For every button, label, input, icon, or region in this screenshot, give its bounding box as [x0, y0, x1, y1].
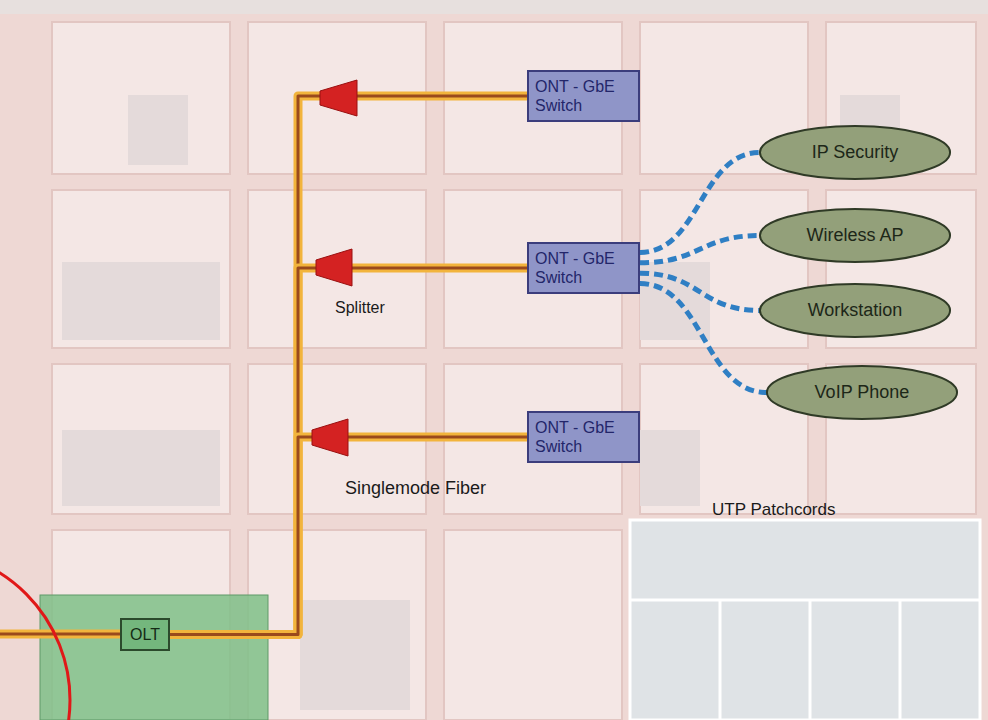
utp-patchcord: [640, 236, 760, 263]
device-oval: VoIP Phone: [765, 365, 959, 420]
ont-box: ONT - GbE Switch: [527, 411, 640, 463]
fiber-connector: [170, 268, 527, 635]
fiber-jacket: [170, 268, 527, 635]
fiber-jacket: [170, 96, 527, 635]
oval-shape: [760, 284, 950, 337]
fiber-core: [170, 96, 527, 635]
oval-shape: [767, 366, 957, 419]
node-text: IP Security: [812, 142, 899, 163]
utp-connector: [640, 273, 760, 310]
oval-shape: [760, 126, 950, 179]
olt-box: OLT: [120, 618, 170, 651]
oval-shape: [760, 209, 950, 262]
splitter-symbol: [312, 419, 348, 456]
caption-label: UTP Patchcords: [712, 500, 835, 520]
node-text: ONT - GbE Switch: [535, 249, 632, 287]
feeder-fiber: [0, 634, 122, 635]
olt-panel: [40, 595, 268, 720]
node-text: ONT - GbE Switch: [535, 77, 632, 115]
utp-connector: [640, 284, 767, 393]
splitter-symbol: [320, 80, 357, 116]
caption-label: Splitter: [335, 299, 385, 317]
caption-label: Singlemode Fiber: [345, 478, 486, 499]
storefront-glass: [630, 520, 980, 720]
fiber-connector: [170, 437, 527, 635]
device-oval: IP Security: [758, 125, 952, 180]
utp-patchcord: [640, 284, 767, 393]
roof-band: [0, 0, 988, 14]
utp-connector: [640, 236, 760, 263]
node-text: ONT - GbE Switch: [535, 418, 632, 456]
highlight-circle: [0, 550, 70, 720]
node-text: Wireless AP: [806, 225, 903, 246]
node-text: VoIP Phone: [815, 382, 910, 403]
fiber-jacket: [170, 437, 527, 635]
device-oval: Workstation: [758, 283, 952, 338]
ont-box: ONT - GbE Switch: [527, 242, 640, 294]
node-text: OLT: [130, 625, 160, 644]
ont-box: ONT - GbE Switch: [527, 70, 640, 122]
node-text: Workstation: [808, 300, 903, 321]
utp-patchcord: [640, 273, 760, 310]
fiber-connector: [170, 96, 527, 635]
splitter-symbol: [316, 249, 352, 286]
device-oval: Wireless AP: [758, 208, 952, 263]
fiber-core: [170, 437, 527, 635]
fiber-core: [170, 268, 527, 635]
